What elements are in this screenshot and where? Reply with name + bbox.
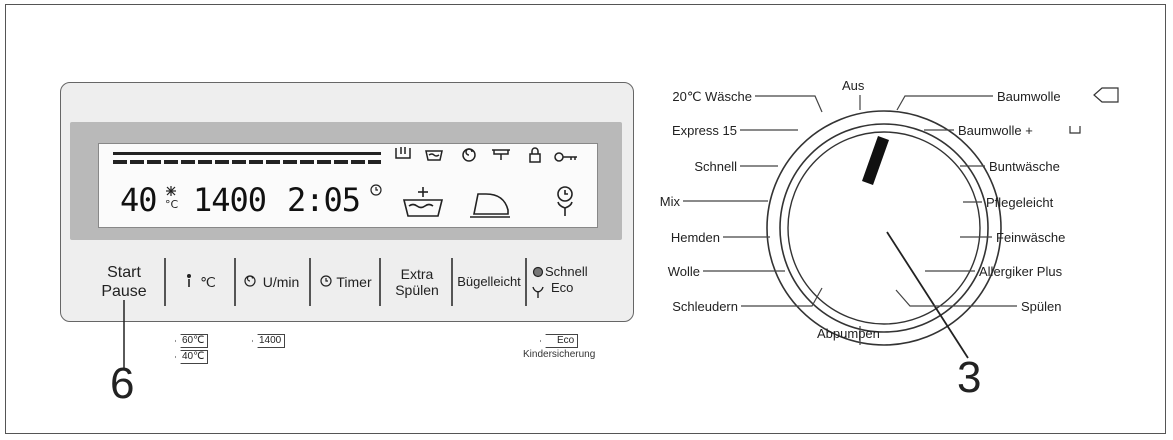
- dial-right-1: Baumwolle +: [958, 123, 1033, 138]
- wash-tub-icon: [425, 150, 443, 161]
- program-dial[interactable]: [766, 110, 1002, 346]
- quick-label: Schnell: [545, 264, 588, 279]
- dial-right-4: Feinwäsche: [996, 230, 1066, 245]
- spin-button[interactable]: U/min: [256, 274, 306, 290]
- extra-rinse-tub-icon: [402, 187, 444, 217]
- temp-thermometer-icon: [187, 273, 192, 287]
- lcd-display: [98, 143, 598, 228]
- dial-left-1: Express 15: [671, 123, 737, 138]
- quick-eco-button[interactable]: Schnell Eco: [545, 264, 605, 296]
- door-lock-icon: [529, 147, 541, 163]
- tag-eco: Eco: [540, 334, 579, 348]
- dial-right-0: Baumwolle: [997, 89, 1061, 104]
- prewash-icon: [395, 147, 411, 159]
- pause-label: Pause: [101, 283, 147, 300]
- dial-left-3: Mix: [659, 194, 680, 209]
- quick-wash-clock-icon: [557, 186, 573, 202]
- spin-label: U/min: [262, 274, 300, 290]
- child-lock-key-icon: [554, 152, 577, 162]
- cotton-symbol-icon: [1093, 87, 1119, 103]
- child-lock-note: Kindersicherung: [523, 349, 596, 360]
- start-label: Start: [107, 264, 141, 281]
- iron-icon: [470, 193, 510, 218]
- timer-label: Timer: [336, 274, 372, 290]
- temperature-snowflake-icon: [166, 186, 176, 196]
- dial-right-5: Allergiker Plus: [979, 264, 1063, 279]
- tag-1400: 1400: [252, 334, 286, 348]
- eco-label: Eco: [551, 280, 574, 295]
- eco-leaf-icon: [557, 201, 573, 216]
- dial-right-3: Pflegeleicht: [986, 195, 1054, 210]
- rinse-hold-icon: [492, 149, 510, 160]
- dial-right-2: Buntwäsche: [989, 159, 1060, 174]
- lcd-temp-unit: °C: [165, 198, 179, 211]
- dial-left-4: Hemden: [670, 230, 720, 245]
- dial-right-6: Spülen: [1021, 299, 1062, 314]
- extra-rinse-button[interactable]: Extra Spülen: [384, 266, 450, 298]
- dial-left-5: Wolle: [667, 264, 700, 279]
- spin-button-icon: [244, 275, 256, 287]
- start-pause-button[interactable]: Start Pause: [92, 263, 156, 301]
- easy-iron-label: Bügelleicht: [457, 274, 521, 289]
- dial-left-6: Schleudern: [672, 299, 738, 314]
- tag-40c: 40℃: [175, 350, 209, 364]
- spin-icon: [462, 148, 476, 162]
- timer-button-icon: [320, 275, 332, 287]
- dial-label-drain: Abpumpen: [817, 326, 880, 341]
- rinse-label: Spülen: [395, 282, 439, 298]
- lcd-remaining-time: 2:05: [287, 181, 361, 219]
- callout-3: 3: [957, 353, 982, 402]
- callout-6: 6: [110, 359, 135, 408]
- temperature-label: ℃: [200, 274, 216, 290]
- dial-left-2: Schnell: [694, 159, 737, 174]
- dial-label-off: Aus: [842, 78, 865, 93]
- prewash-symbol-icon: [1069, 126, 1081, 134]
- eco-button-icon: [532, 286, 544, 298]
- extra-label: Extra: [400, 266, 434, 282]
- lcd-temperature: 40: [120, 181, 158, 219]
- quick-button-icon: [532, 266, 544, 278]
- lcd-spin-speed: 1400: [193, 181, 267, 219]
- timer-button[interactable]: Timer: [332, 274, 376, 290]
- progress-bar-segments: [113, 152, 381, 164]
- easy-iron-button[interactable]: Bügelleicht: [453, 274, 525, 290]
- delay-clock-icon: [370, 184, 382, 196]
- tag-60c: 60℃: [175, 334, 209, 348]
- dial-left-0: 20℃ Wäsche: [672, 89, 752, 104]
- temperature-button[interactable]: ℃: [193, 274, 223, 290]
- dial-pointer: [862, 136, 889, 185]
